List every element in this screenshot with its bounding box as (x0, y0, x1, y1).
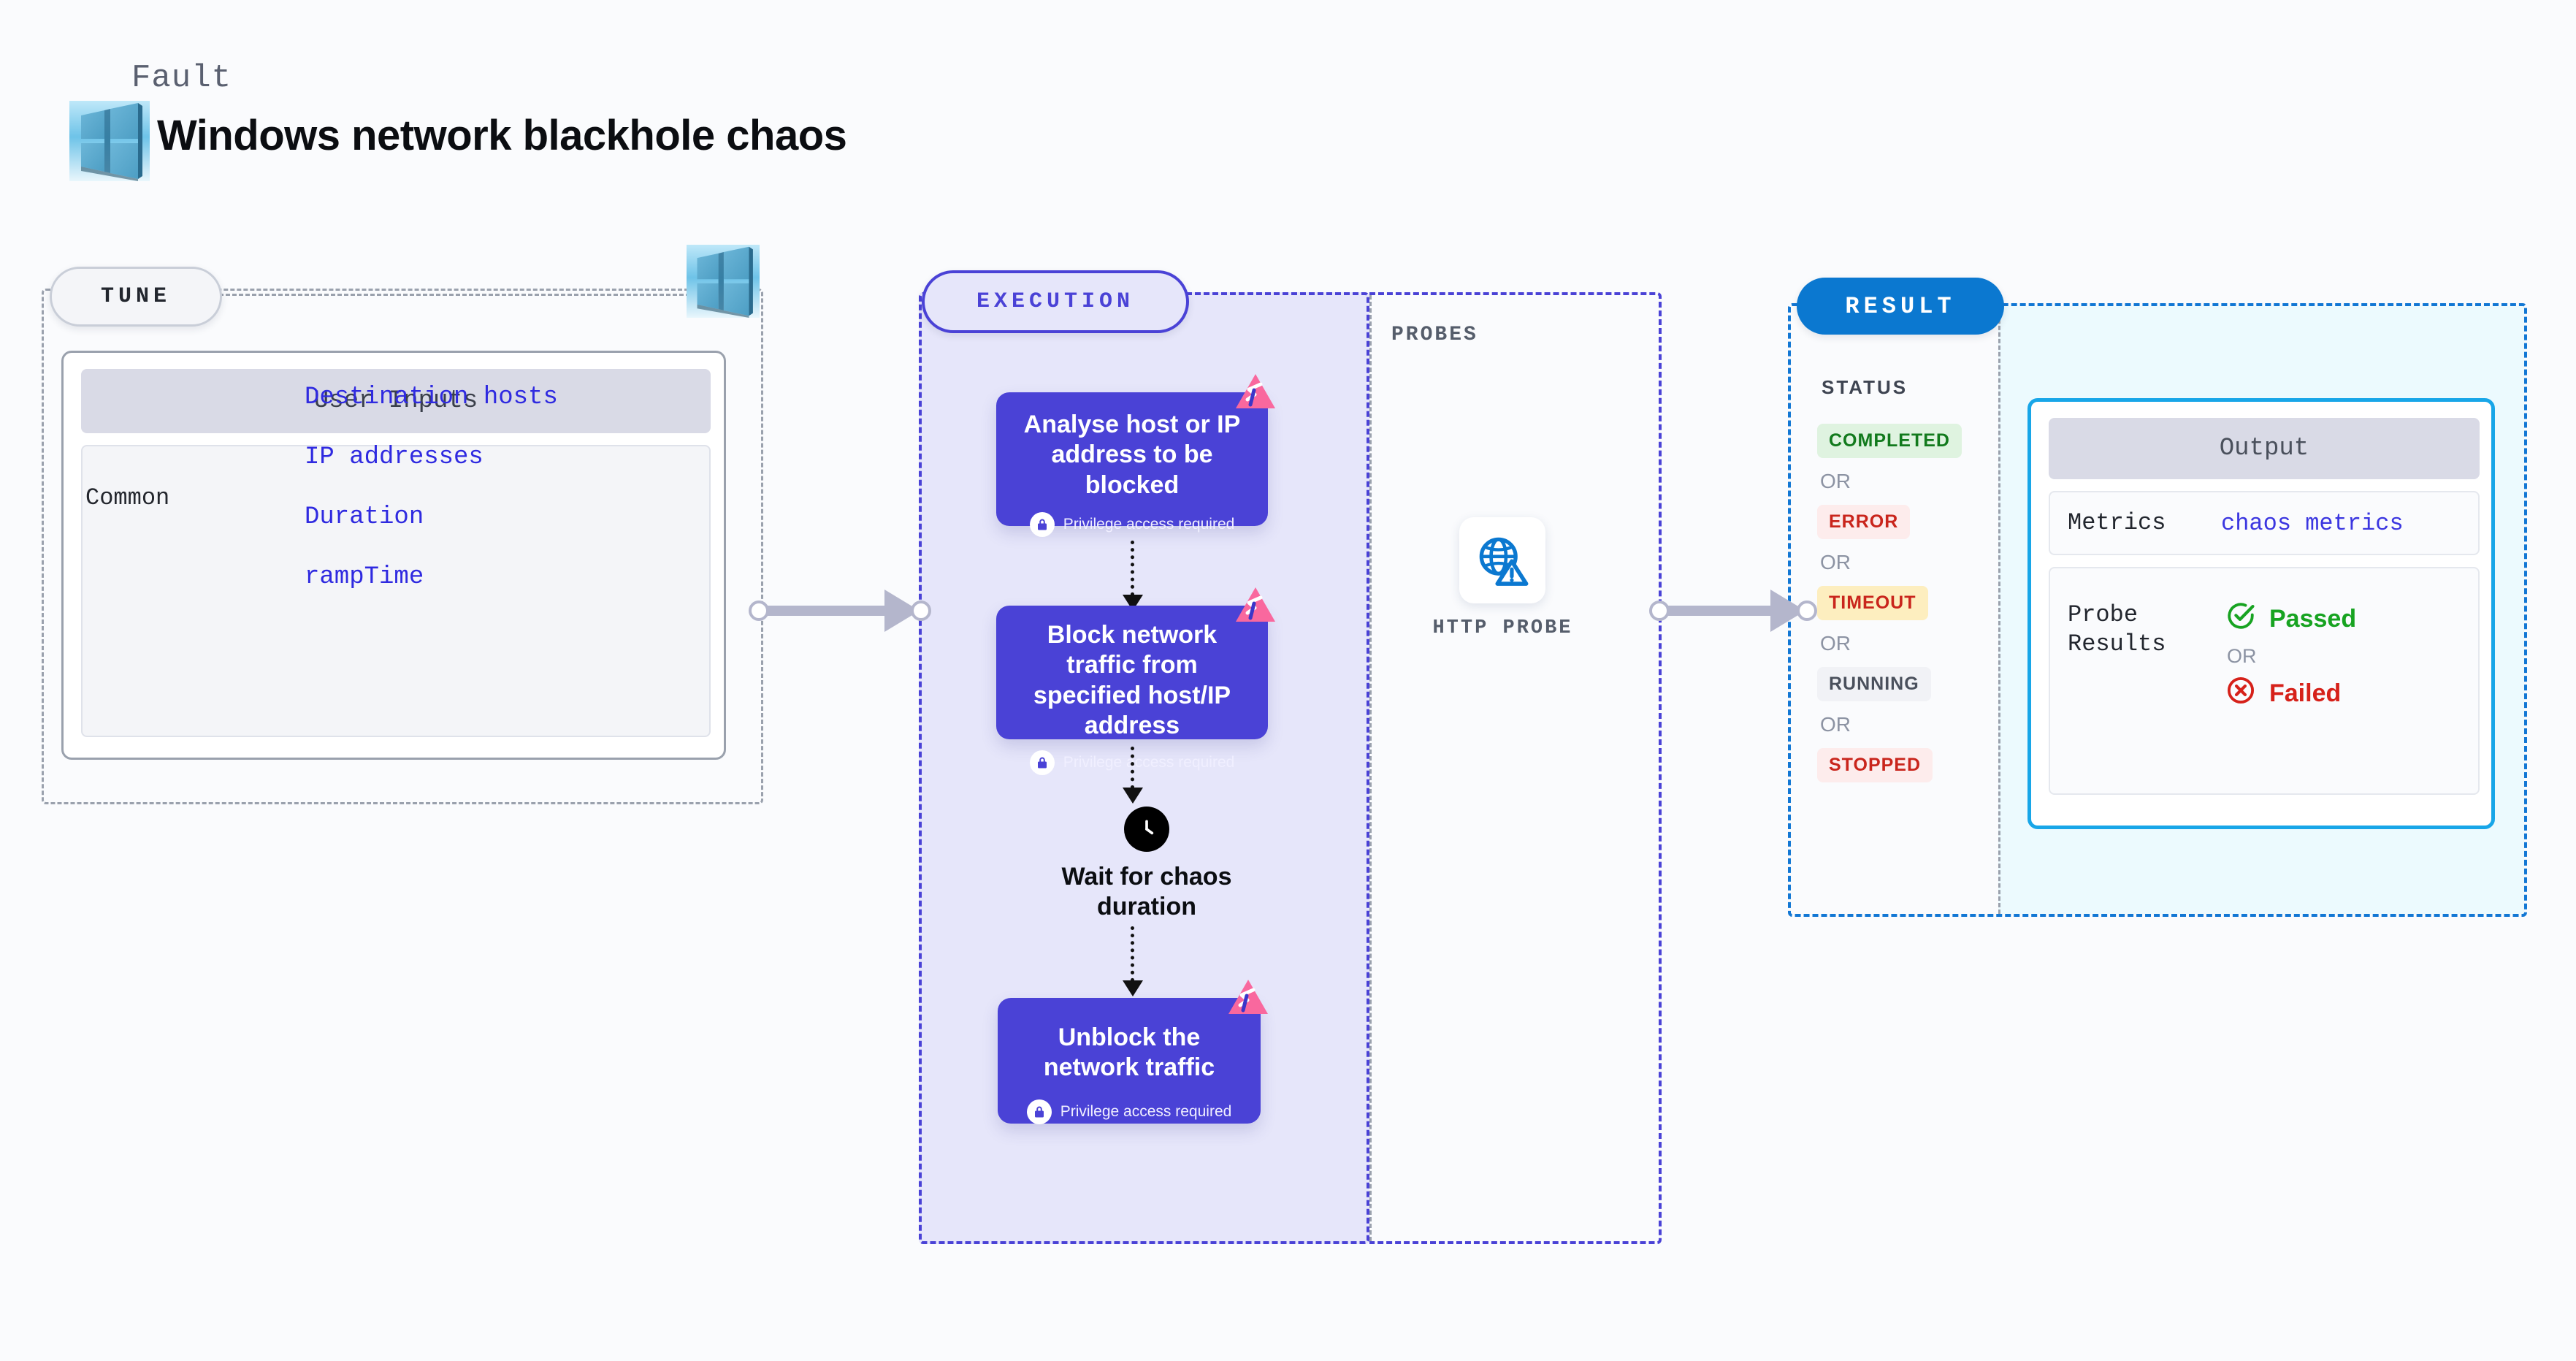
fault-kicker-label: Fault (131, 60, 232, 96)
flow-arrow-step2-to-wait (1123, 747, 1143, 804)
privilege-note: Privilege access required (998, 1099, 1261, 1124)
privilege-label: Privilege access required (1060, 1102, 1232, 1120)
tune-param-item[interactable]: IP addresses (305, 443, 484, 471)
status-badge[interactable]: TIMEOUT (1817, 586, 1928, 620)
windows-logo-icon (69, 101, 150, 181)
tune-param-item[interactable]: rampTime (305, 563, 424, 591)
execution-section-pill[interactable]: EXECUTION (922, 270, 1189, 333)
status-list: COMPLETED OR ERROR OR TIMEOUT OR RUNNING… (1817, 424, 2000, 782)
status-or-label: OR (1820, 713, 1851, 736)
status-badge[interactable]: STOPPED (1817, 748, 1933, 782)
probe-results-row: Probe Results Passed OR (2049, 567, 2480, 795)
lock-icon (1029, 512, 1055, 538)
tune-zone (42, 289, 763, 804)
execution-step-title: Block network traffic from specified hos… (1033, 621, 1231, 740)
status-badge[interactable]: ERROR (1817, 505, 1911, 539)
tune-param-item[interactable]: Destination hosts (305, 384, 558, 411)
status-row: TIMEOUT (1817, 586, 2000, 620)
status-badge[interactable]: RUNNING (1817, 667, 1931, 701)
flow-arrow-step1-to-step2 (1123, 541, 1143, 611)
output-card: Output Metrics chaos metrics Probe Resul… (2027, 398, 2495, 829)
tune-param-list: Destination hosts IP addresses Duration … (305, 384, 670, 623)
tune-param-item[interactable]: Duration (305, 503, 424, 531)
probe-item-label: HTTP PROBE (1432, 617, 1573, 639)
output-header: Output (2049, 418, 2480, 479)
clock-icon (1124, 807, 1169, 852)
probe-failed-label: Failed (2269, 679, 2342, 707)
metrics-key: Metrics (2068, 509, 2166, 536)
status-or-label: OR (1820, 632, 1851, 655)
tune-pill-label: TUNE (100, 284, 171, 309)
status-or-label: OR (1820, 470, 1851, 492)
metrics-row: Metrics chaos metrics (2049, 491, 2480, 555)
status-row: COMPLETED (1817, 424, 2000, 458)
execution-step-card[interactable]: Block network traffic from specified hos… (996, 587, 1275, 775)
status-badge[interactable]: COMPLETED (1817, 424, 1962, 458)
metrics-value-link[interactable]: chaos metrics (2221, 509, 2404, 537)
status-row: ERROR (1817, 505, 2000, 539)
connector-execution-to-result (1649, 588, 1832, 632)
probe-passed-label: Passed (2269, 605, 2357, 633)
status-or-label: OR (1820, 551, 1851, 573)
execution-step-title: Analyse host or IP address to be blocked (1023, 411, 1241, 499)
lock-icon (1026, 1099, 1052, 1124)
execution-step-card[interactable]: Unblock the network traffic Privilege ac… (998, 980, 1268, 1124)
probes-zone (1369, 292, 1662, 1244)
litmus-mark-icon (1233, 372, 1278, 414)
execution-step-card[interactable]: Analyse host or IP address to be blocked… (996, 374, 1275, 538)
execution-pill-label: EXECUTION (976, 289, 1135, 314)
tune-user-inputs-card: User Inputs Common Destination hosts IP … (61, 351, 726, 760)
privilege-label: Privilege access required (1063, 516, 1235, 533)
windows-logo-icon (687, 245, 760, 318)
privilege-note: Privilege access required (996, 750, 1268, 775)
user-inputs-body (81, 445, 711, 737)
litmus-mark-icon (1226, 977, 1271, 1020)
privilege-note: Privilege access required (996, 512, 1268, 538)
status-row: STOPPED (1817, 748, 2000, 782)
tune-group-label: Common (85, 484, 170, 511)
probes-title: PROBES (1391, 324, 1478, 346)
check-circle-icon (2225, 601, 2256, 638)
litmus-mark-icon (1233, 585, 1278, 628)
connector-tune-to-execution (749, 588, 931, 632)
flow-arrow-wait-to-step3 (1123, 926, 1143, 996)
probe-failed-row: Failed (2225, 675, 2356, 712)
probes-divider (1369, 295, 1372, 1241)
tune-section-pill[interactable]: TUNE (50, 267, 222, 327)
result-pill-label: RESULT (1845, 292, 1956, 320)
user-inputs-header: User Inputs (81, 369, 711, 433)
x-circle-icon (2225, 675, 2256, 712)
status-row: RUNNING (1817, 667, 2000, 701)
privilege-label: Privilege access required (1063, 753, 1235, 771)
tune-top-dashed-connector (219, 294, 756, 296)
globe-warning-icon[interactable] (1459, 517, 1545, 603)
lock-icon (1029, 750, 1055, 775)
probe-results-key: Probe Results (2068, 601, 2166, 657)
page-title: Windows network blackhole chaos (157, 112, 847, 159)
result-section-pill[interactable]: RESULT (1797, 278, 2004, 335)
result-divider (1998, 306, 2000, 914)
wait-node-label: Wait for chaos duration (1061, 863, 1232, 920)
status-section-title: STATUS (1822, 376, 1908, 398)
probe-or-label: OR (2227, 645, 2257, 667)
page-header: Fault (69, 44, 1165, 183)
probe-passed-row: Passed (2225, 601, 2356, 638)
execution-step-title: Unblock the network traffic (1043, 1023, 1215, 1082)
